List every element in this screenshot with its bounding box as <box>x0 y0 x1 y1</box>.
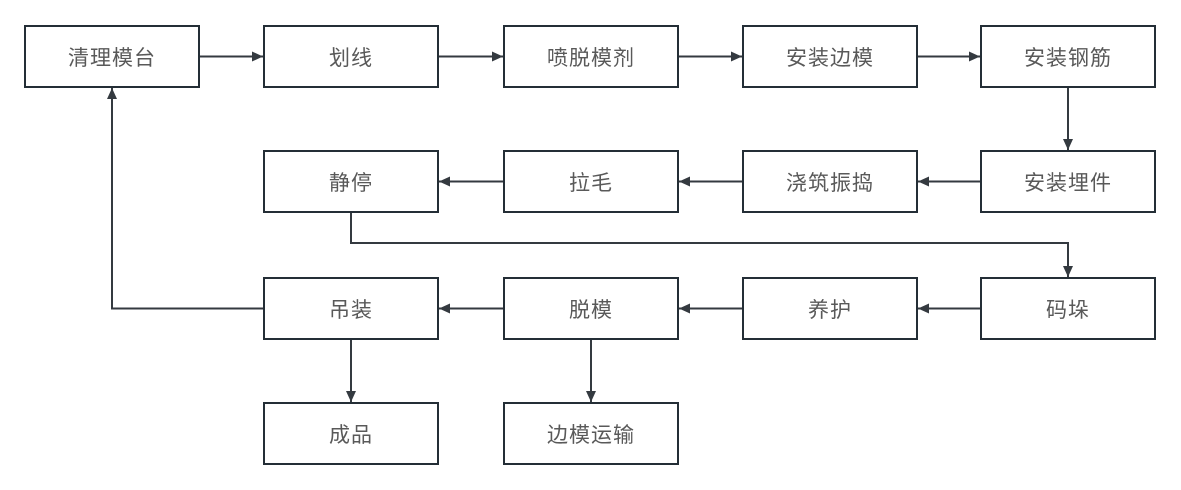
node-marking: 划线 <box>263 25 439 88</box>
node-clean-mold-table: 清理模台 <box>24 25 200 88</box>
node-roughening: 拉毛 <box>503 150 679 213</box>
node-install-embeds: 安装埋件 <box>980 150 1156 213</box>
node-hoisting: 吊装 <box>263 277 439 340</box>
node-stacking: 码垛 <box>980 277 1156 340</box>
node-install-side-molds: 安装边模 <box>742 25 918 88</box>
node-side-mold-transport: 边模运输 <box>503 402 679 465</box>
node-spray-release-agent: 喷脱模剂 <box>503 25 679 88</box>
edge-hoisting-to-clean-mold-table-loop <box>107 88 263 310</box>
node-resting: 静停 <box>263 150 439 213</box>
node-demolding: 脱模 <box>503 277 679 340</box>
node-pour-and-vibrate: 浇筑振捣 <box>742 150 918 213</box>
node-install-rebar: 安装钢筋 <box>980 25 1156 88</box>
node-curing: 养护 <box>742 277 918 340</box>
edge-resting-to-stacking <box>350 213 1073 277</box>
node-finished-product: 成品 <box>263 402 439 465</box>
